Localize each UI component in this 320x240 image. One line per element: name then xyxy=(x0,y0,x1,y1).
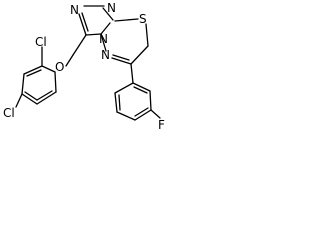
atom-cl2: Cl xyxy=(3,106,15,120)
bond xyxy=(116,111,136,121)
bond xyxy=(149,90,152,111)
atom-s: S xyxy=(139,12,147,26)
bond xyxy=(23,65,43,75)
bond xyxy=(41,65,56,73)
bond xyxy=(133,86,148,94)
bond xyxy=(26,69,42,77)
bond xyxy=(132,82,151,92)
bond xyxy=(21,73,25,95)
bond xyxy=(134,107,149,117)
atom-n1: N xyxy=(70,3,79,17)
bond xyxy=(85,33,102,36)
bond xyxy=(21,93,38,105)
atom-n4: N xyxy=(101,48,110,62)
bond xyxy=(145,23,149,47)
bond xyxy=(130,63,134,84)
bond xyxy=(114,18,139,22)
atom-labels: N N S N N O Cl Cl F xyxy=(3,1,165,131)
bond xyxy=(15,93,23,108)
bond xyxy=(36,91,57,105)
bond xyxy=(112,54,130,61)
bond xyxy=(150,109,161,119)
bond xyxy=(111,57,132,65)
bond xyxy=(134,109,152,121)
bond xyxy=(72,34,87,56)
bond xyxy=(130,45,149,65)
bond xyxy=(54,71,57,93)
bond xyxy=(100,22,111,35)
bond xyxy=(118,94,121,111)
bond xyxy=(114,82,134,94)
bond xyxy=(78,13,87,36)
chemical-structure: N N S N N O Cl Cl F xyxy=(3,1,165,131)
atom-f: F xyxy=(158,118,165,131)
atom-o: O xyxy=(55,60,64,74)
bond xyxy=(81,12,89,32)
atom-n3: N xyxy=(99,32,108,46)
atom-n2: N xyxy=(107,1,116,15)
atom-cl1: Cl xyxy=(35,35,47,49)
bond xyxy=(36,90,53,101)
bond xyxy=(114,92,118,113)
bond xyxy=(65,54,74,67)
bond xyxy=(24,91,38,101)
bond xyxy=(100,33,107,52)
bond xyxy=(102,7,114,21)
bond-lines xyxy=(15,5,161,121)
